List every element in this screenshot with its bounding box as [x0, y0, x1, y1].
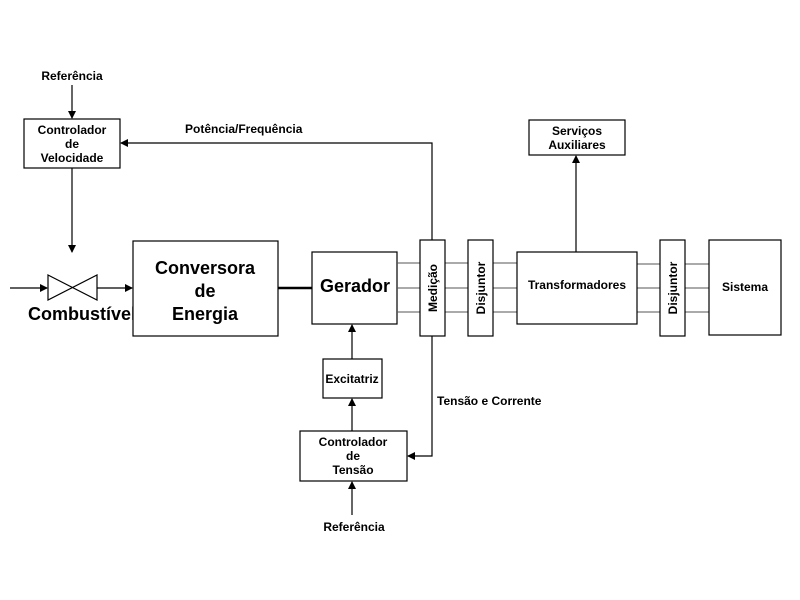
- auxiliary-services-block: Serviços Auxiliares: [528, 119, 626, 156]
- power-frequency-feedback-arrow: [120, 139, 433, 240]
- system-block: Sistema: [708, 239, 782, 336]
- voltage-controller-line: de: [346, 449, 360, 463]
- measurement-block: Medição: [419, 239, 446, 337]
- generator-label: Gerador: [320, 276, 390, 296]
- speed-reference-label: Referência: [41, 69, 103, 83]
- power-frequency-label: Potência/Frequência: [185, 122, 303, 136]
- speed-controller-line: Velocidade: [41, 151, 104, 165]
- converter-line: de: [194, 281, 215, 301]
- breaker-1-block: Disjuntor: [467, 239, 494, 337]
- voltage-current-feedback-arrow: [407, 336, 433, 460]
- auxiliary-line: Auxiliares: [548, 138, 606, 152]
- fuel-label: Combustível: [28, 304, 136, 324]
- converter-line: Conversora: [155, 258, 256, 278]
- system-label: Sistema: [722, 280, 768, 294]
- converter-line: Energia: [172, 304, 239, 324]
- three-phase-lines: [397, 262, 709, 313]
- breaker-1-label: Disjuntor: [474, 261, 488, 314]
- valve-icon: [47, 274, 98, 301]
- voltage-reference-label: Referência: [323, 520, 385, 534]
- voltage-controller-line: Controlador: [319, 435, 388, 449]
- transformers-block: Transformadores: [516, 251, 638, 325]
- exciter-label: Excitatriz: [325, 372, 378, 386]
- voltage-controller-line: Tensão: [332, 463, 373, 477]
- auxiliary-line: Serviços: [552, 124, 602, 138]
- transformers-label: Transformadores: [528, 278, 626, 292]
- voltage-controller-block: Controlador de Tensão: [299, 430, 408, 482]
- breaker-2-label: Disjuntor: [666, 261, 680, 314]
- speed-controller-line: de: [65, 137, 79, 151]
- generator-block: Gerador: [311, 251, 398, 325]
- measurement-label: Medição: [426, 264, 440, 312]
- exciter-block: Excitatriz: [322, 358, 383, 399]
- speed-controller-block: Controlador de Velocidade: [23, 118, 121, 169]
- energy-converter-block: Conversora de Energia: [132, 240, 279, 337]
- breaker-2-block: Disjuntor: [659, 239, 686, 337]
- speed-controller-line: Controlador: [38, 123, 107, 137]
- voltage-current-label: Tensão e Corrente: [437, 394, 542, 408]
